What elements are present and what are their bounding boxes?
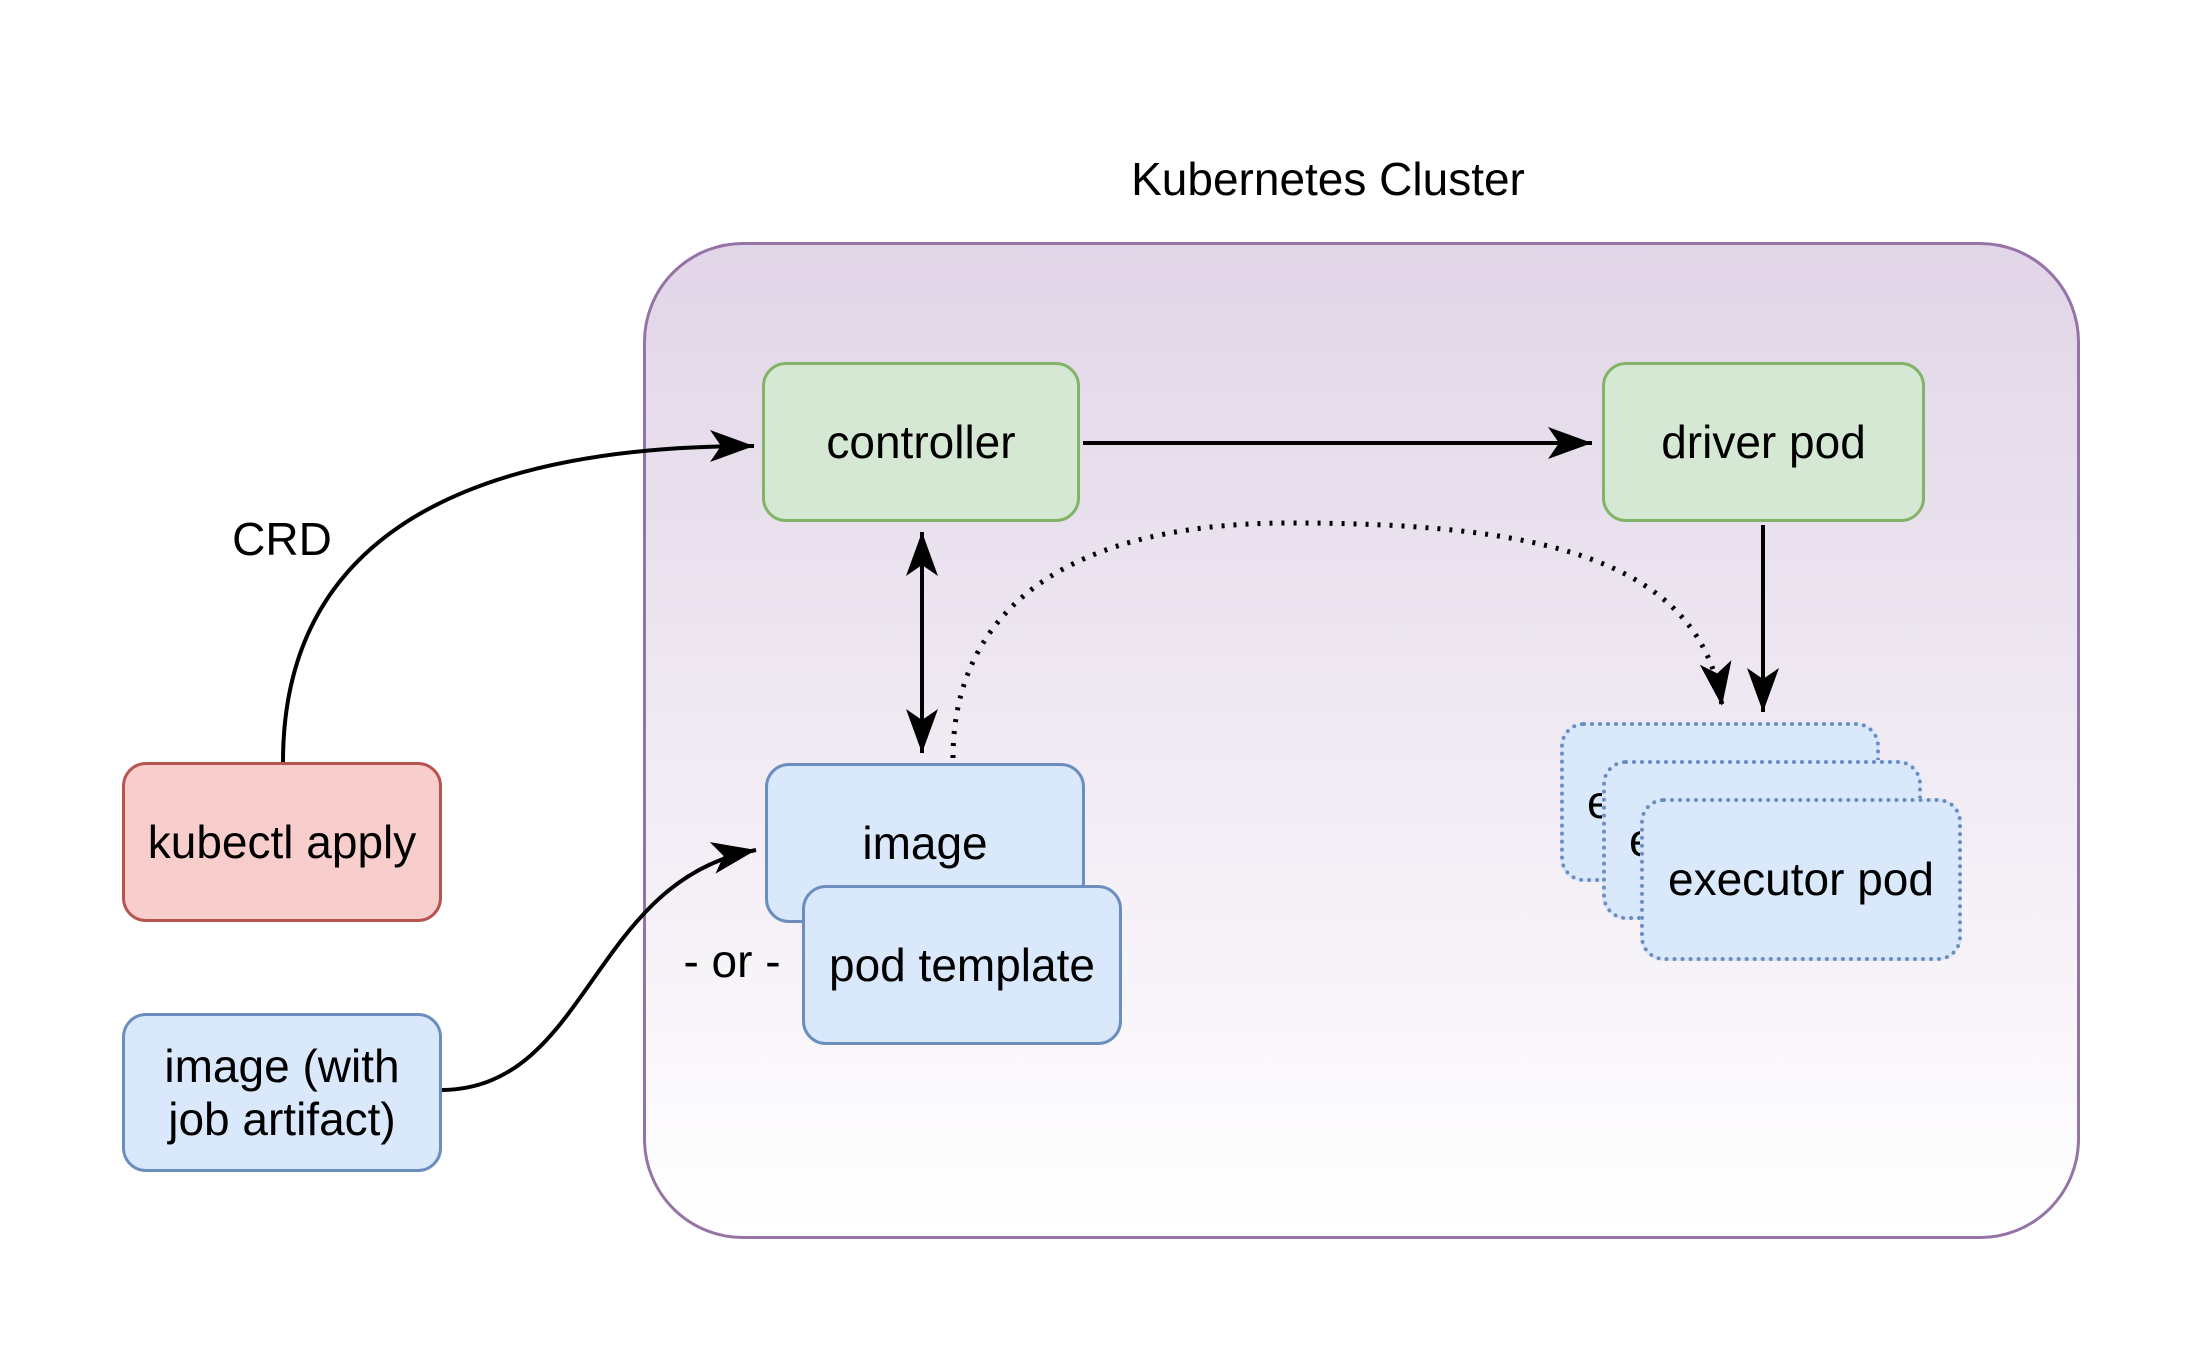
cluster-title: Kubernetes Cluster xyxy=(1131,153,1525,205)
node-pod-template-label: pod template xyxy=(829,938,1095,991)
crd-edge-label: CRD xyxy=(232,513,332,565)
node-controller-label: controller xyxy=(826,415,1016,468)
node-pod-template: pod template xyxy=(802,885,1122,1045)
node-executor-pod-front: executor pod xyxy=(1640,798,1962,961)
node-image-with-job-artifact-label: image (with job artifact) xyxy=(164,1039,400,1145)
node-kubectl-apply-label: kubectl apply xyxy=(147,815,417,868)
node-executor-pod-front-label: executor pod xyxy=(1668,853,1934,906)
node-image-with-job-artifact: image (with job artifact) xyxy=(122,1013,442,1172)
node-image-label: image xyxy=(862,816,988,869)
node-driver-pod-label: driver pod xyxy=(1661,415,1866,468)
node-kubectl-apply: kubectl apply xyxy=(122,762,442,922)
or-divider-label: - or - xyxy=(683,935,781,987)
node-driver-pod: driver pod xyxy=(1602,362,1925,522)
node-controller: controller xyxy=(762,362,1080,522)
